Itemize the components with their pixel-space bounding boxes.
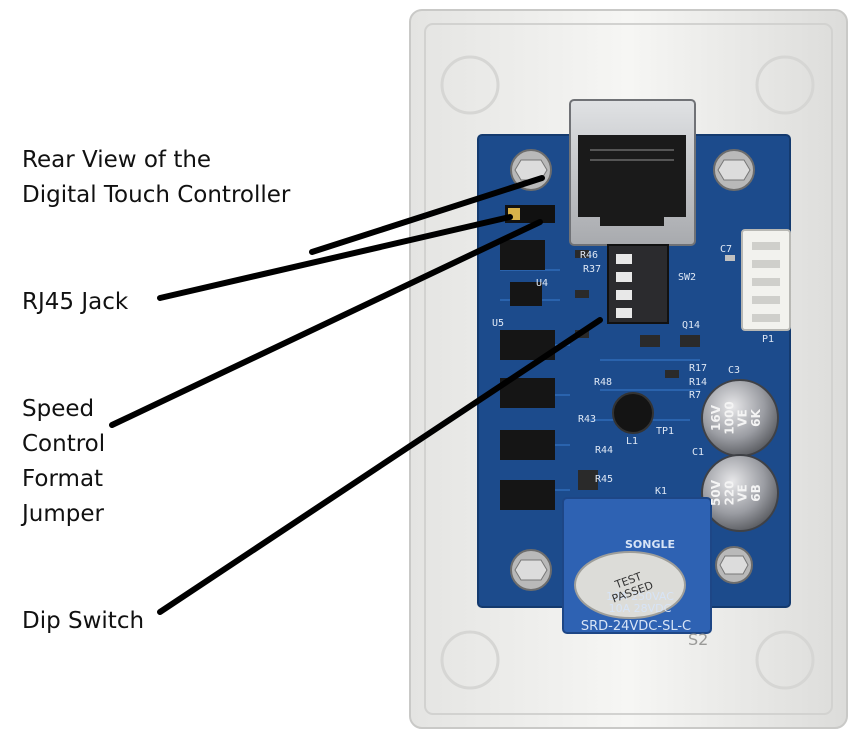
relay-model: SRD-24VDC-SL-C (581, 619, 691, 634)
relay-k1 (562, 497, 712, 634)
capacitor-c1-rating: 50V220VE6B (709, 479, 763, 506)
marking-r7: R7 (689, 390, 701, 401)
marking-p1: P1 (762, 334, 774, 345)
marking-r43: R43 (578, 414, 596, 425)
marking-r46: R46 (580, 250, 598, 261)
label-rear-view: Rear View of the Digital Touch Controlle… (22, 147, 291, 208)
relay-brand: SONGLE (625, 538, 675, 551)
label-speed-jumper: Speed Control Format Jumper (22, 396, 106, 527)
callout-dip-line (157, 317, 603, 615)
marking-u5: U5 (492, 318, 504, 329)
capacitor-c3-rating: 16V1000VE6K (709, 401, 763, 434)
marking-c3: C3 (728, 365, 740, 376)
marking-r37: R37 (583, 264, 601, 275)
marking-c7: C7 (720, 244, 732, 255)
marking-c1: C1 (692, 447, 704, 458)
callout-speed-line (109, 219, 543, 428)
silkscreen-text: SW2 C7 P1 Q14 C3 C1 K1 U4 U5 R46 R37 R43… (492, 244, 774, 497)
marking-tp1: TP1 (656, 426, 674, 437)
marking-q14: Q14 (682, 320, 700, 331)
header-p1 (741, 229, 791, 331)
callout-rj45-line (157, 214, 513, 301)
dip-switch (607, 244, 669, 324)
label-rj45-jack: RJ45 Jack (22, 289, 129, 315)
capacitor-c1 (701, 454, 779, 532)
marking-r48: R48 (594, 377, 612, 388)
marking-r45: R45 (595, 474, 613, 485)
screw-bottom-left (510, 549, 552, 591)
marking-r17: R17 (689, 363, 707, 374)
callout-rear-view-line (309, 175, 545, 255)
marking-k1: K1 (655, 486, 667, 497)
screw-top-right (713, 149, 755, 191)
rj45-jack (569, 99, 696, 246)
marking-r44: R44 (595, 445, 613, 456)
screw-bottom-right (715, 546, 753, 584)
marking-l1: L1 (626, 436, 638, 447)
marking-sw2: SW2 (678, 272, 696, 283)
marking-u4: U4 (536, 278, 548, 289)
callout-lines (109, 175, 603, 615)
speed-jumper (505, 205, 555, 223)
inductor-l1 (612, 392, 654, 434)
marking-r14: R14 (689, 377, 707, 388)
plate-marking: S2 (688, 630, 708, 649)
label-dip-switch: Dip Switch (22, 608, 145, 634)
